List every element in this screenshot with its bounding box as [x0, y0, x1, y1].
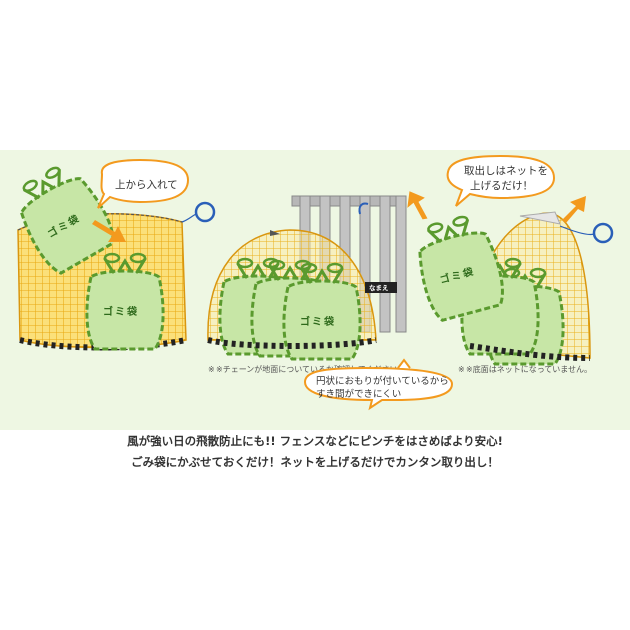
caption-line-2: ごみ袋にかぶせておくだけ！ネットを上げるだけでカンタン取り出し！: [131, 455, 499, 469]
weight-chain: [469, 343, 591, 361]
clip-icon: [358, 202, 369, 215]
scene-put-in: ゴミ袋 ゴミ袋 上から入れて: [5, 155, 216, 351]
svg-text:※: ※: [208, 365, 215, 374]
svg-text:※: ※: [458, 365, 465, 374]
up-arrow-icon: [407, 191, 428, 220]
trash-bag-icon: ゴミ袋: [408, 209, 510, 324]
scene-lift-out: ゴミ袋 ゴミ袋 取出しはネットを 上げるだけ！ ※ ※底面はネットになっていませ…: [407, 154, 614, 374]
up-arrow-icon: [562, 196, 586, 223]
scene-fence: ゴミ袋 なまえ ※ ※チェーンが地面についているか確認してください。 円状におも…: [207, 195, 454, 411]
caption-area: 風が強い日の飛散防止にも!! フェンスなどにピンチをはさめばより安心! ごみ袋に…: [0, 430, 630, 480]
svg-text:取出しはネットを: 取出しはネットを: [464, 164, 548, 177]
hook-ring-icon: [194, 201, 216, 223]
svg-text:※底面はネットになっていません。: ※底面はネットになっていません。: [466, 364, 592, 374]
svg-text:円状におもりが付いているから: 円状におもりが付いているから: [316, 375, 449, 387]
svg-text:すき間ができにくい: すき間ができにくい: [316, 388, 401, 400]
scene-illustration: ゴミ袋 ゴミ袋 上から入れて: [5, 154, 614, 411]
svg-text:上から入れて: 上から入れて: [115, 179, 178, 191]
trash-bag-icon: ゴミ袋: [5, 155, 122, 279]
caption-line-1: 風が強い日の飛散防止にも!! フェンスなどにピンチをはさめばより安心!: [127, 434, 503, 448]
trash-bag-icon: ゴミ袋: [85, 252, 165, 351]
bubble-put-from-top: 上から入れて: [97, 158, 190, 209]
svg-text:上げるだけ！: 上げるだけ！: [470, 180, 533, 192]
svg-text:ゴミ袋: ゴミ袋: [103, 305, 139, 318]
bubble-lift-to-remove: 取出しはネットを 上げるだけ！: [446, 154, 556, 207]
svg-text:なまえ: なまえ: [369, 283, 389, 292]
illustration-panel: ゴミ袋 ゴミ袋 上から入れて: [0, 150, 630, 430]
svg-text:※チェーンが地面についているか確認してください。: ※チェーンが地面についているか確認してください。: [216, 364, 406, 374]
hook-ring-icon: [592, 222, 614, 244]
name-tag: [365, 282, 397, 293]
trash-bag-icon: ゴミ袋: [282, 262, 362, 361]
svg-text:ゴミ袋: ゴミ袋: [300, 315, 336, 328]
down-arrow-icon: [92, 220, 126, 242]
weight-chain: [207, 337, 377, 349]
bubble-weight-gap: 円状におもりが付いているから すき間ができにくい: [303, 358, 454, 411]
